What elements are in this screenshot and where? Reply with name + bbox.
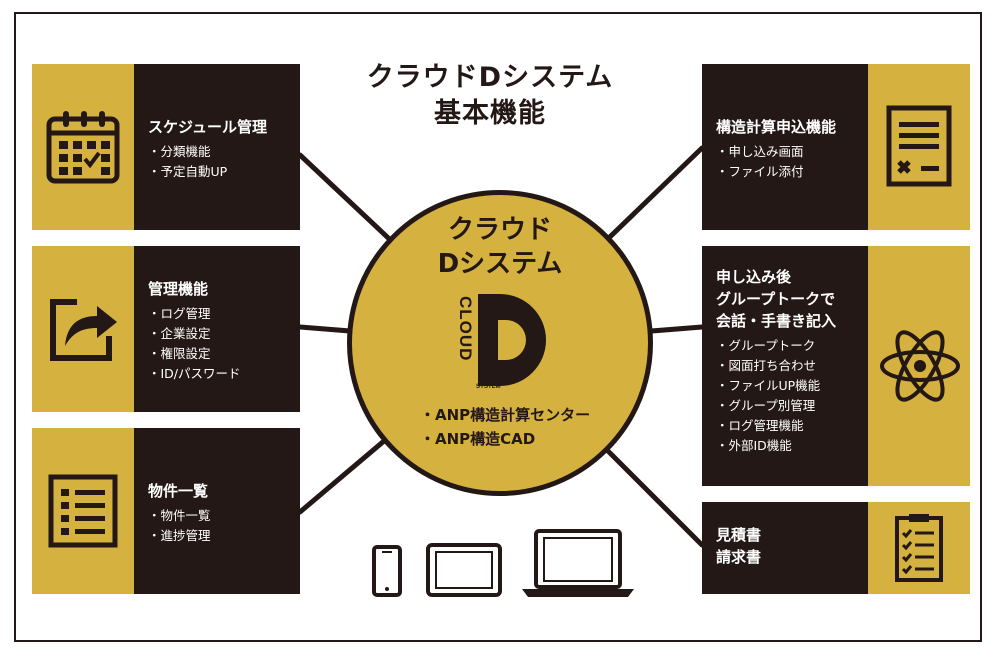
panel-admin-icon-box bbox=[32, 246, 134, 412]
logo-d-counter bbox=[498, 320, 526, 360]
center-title-line1: クラウド bbox=[447, 215, 552, 245]
share-arrow-icon bbox=[50, 299, 117, 361]
smartphone-icon bbox=[372, 545, 402, 597]
panel-structural-title: 構造計算申込機能 bbox=[716, 118, 837, 136]
checklist-icon bbox=[895, 514, 943, 582]
panel-admin-item: ・ID/パスワード bbox=[148, 366, 241, 381]
center-item: ・ANP構造CAD bbox=[420, 430, 536, 448]
cloud-d-logo: CLOUD SYSTEM bbox=[456, 294, 546, 390]
panel-estimate-title: 見積書 bbox=[716, 526, 762, 544]
laptop-icon bbox=[522, 529, 634, 597]
panel-structural-item: ・申し込み画面 bbox=[716, 144, 804, 159]
panel-group-item: ・外部ID機能 bbox=[716, 438, 792, 453]
panel-admin-title: 管理機能 bbox=[148, 280, 209, 298]
panel-group-icon-box bbox=[868, 246, 970, 486]
center-title: クラウド Dシステム bbox=[352, 213, 648, 281]
panel-schedule-item: ・予定自動UP bbox=[148, 164, 228, 179]
panel-property-icon-box bbox=[32, 428, 134, 594]
list-icon bbox=[48, 474, 118, 548]
panel-estimate-title: 請求書 bbox=[716, 548, 762, 566]
tablet-icon bbox=[426, 543, 502, 597]
atom-icon bbox=[880, 330, 960, 402]
panel-property-text-box: 物件一覧 ・物件一覧 ・進捗管理 bbox=[134, 428, 300, 594]
panel-group-title: 申し込み後 bbox=[716, 268, 792, 286]
device-icons bbox=[372, 529, 634, 597]
panel-admin-item: ・企業設定 bbox=[148, 326, 211, 341]
logo-system-text: SYSTEM bbox=[476, 384, 501, 390]
diagram-title: クラウドDシステム 基本機能 bbox=[330, 60, 650, 132]
panel-property-item: ・進捗管理 bbox=[148, 528, 211, 543]
panel-structural-item: ・ファイル添付 bbox=[716, 164, 804, 179]
center-items: ・ANP構造計算センター ・ANP構造CAD bbox=[420, 403, 590, 451]
panel-schedule-item: ・分類機能 bbox=[148, 144, 211, 159]
diagram-title-line1: クラウドDシステム bbox=[366, 62, 614, 93]
outer-frame bbox=[14, 12, 982, 642]
panel-group-item: ・グループ別管理 bbox=[716, 398, 816, 413]
panel-structural-icon-box bbox=[868, 64, 970, 230]
panel-group-item: ・ログ管理機能 bbox=[716, 418, 804, 433]
panel-schedule-icon-box bbox=[32, 64, 134, 230]
panel-structural-text-box: 構造計算申込機能 ・申し込み画面 ・ファイル添付 bbox=[702, 64, 868, 230]
panel-group-title: 会話・手書き記入 bbox=[716, 312, 837, 330]
panel-estimate-text-box: 見積書 請求書 bbox=[702, 502, 868, 594]
panel-group-title: グループトークで bbox=[716, 290, 836, 308]
panel-schedule-title: スケジュール管理 bbox=[148, 118, 267, 136]
panel-schedule-text-box: スケジュール管理 ・分類機能 ・予定自動UP bbox=[134, 64, 300, 230]
panel-group-item: ・グループトーク bbox=[716, 338, 816, 353]
logo-cloud-text: CLOUD bbox=[456, 296, 475, 361]
panel-estimate-icon-box bbox=[868, 502, 970, 594]
form-document-icon bbox=[886, 105, 952, 187]
panel-property: 物件一覧 ・物件一覧 ・進捗管理 bbox=[32, 428, 300, 594]
center-item: ・ANP構造計算センター bbox=[420, 406, 591, 424]
panel-estimate: 見積書 請求書 bbox=[702, 502, 970, 594]
panel-schedule: スケジュール管理 ・分類機能 ・予定自動UP bbox=[32, 64, 300, 230]
panel-admin: 管理機能 ・ログ管理 ・企業設定 ・権限設定 ・ID/パスワード bbox=[32, 246, 300, 412]
panel-admin-item: ・権限設定 bbox=[148, 346, 211, 361]
panel-group: 申し込み後 グループトークで 会話・手書き記入 ・グループトーク ・図面打ち合わ… bbox=[702, 246, 970, 486]
panel-property-item: ・物件一覧 bbox=[148, 508, 211, 523]
panel-admin-item: ・ログ管理 bbox=[148, 306, 211, 321]
panel-group-item: ・ファイルUP機能 bbox=[716, 378, 821, 393]
panel-group-item: ・図面打ち合わせ bbox=[716, 358, 817, 373]
calendar-icon bbox=[46, 111, 120, 184]
diagram-title-line2: 基本機能 bbox=[434, 98, 546, 129]
panel-property-title: 物件一覧 bbox=[148, 482, 209, 500]
center-title-line2: Dシステム bbox=[437, 249, 563, 279]
panel-admin-text-box: 管理機能 ・ログ管理 ・企業設定 ・権限設定 ・ID/パスワード bbox=[134, 246, 300, 412]
panel-group-text-box: 申し込み後 グループトークで 会話・手書き記入 ・グループトーク ・図面打ち合わ… bbox=[702, 246, 868, 486]
panel-structural: 構造計算申込機能 ・申し込み画面 ・ファイル添付 bbox=[702, 64, 970, 230]
center-circle: クラウド Dシステム CLOUD SYSTEM ・ANP構造計算センター ・AN… bbox=[347, 190, 653, 496]
